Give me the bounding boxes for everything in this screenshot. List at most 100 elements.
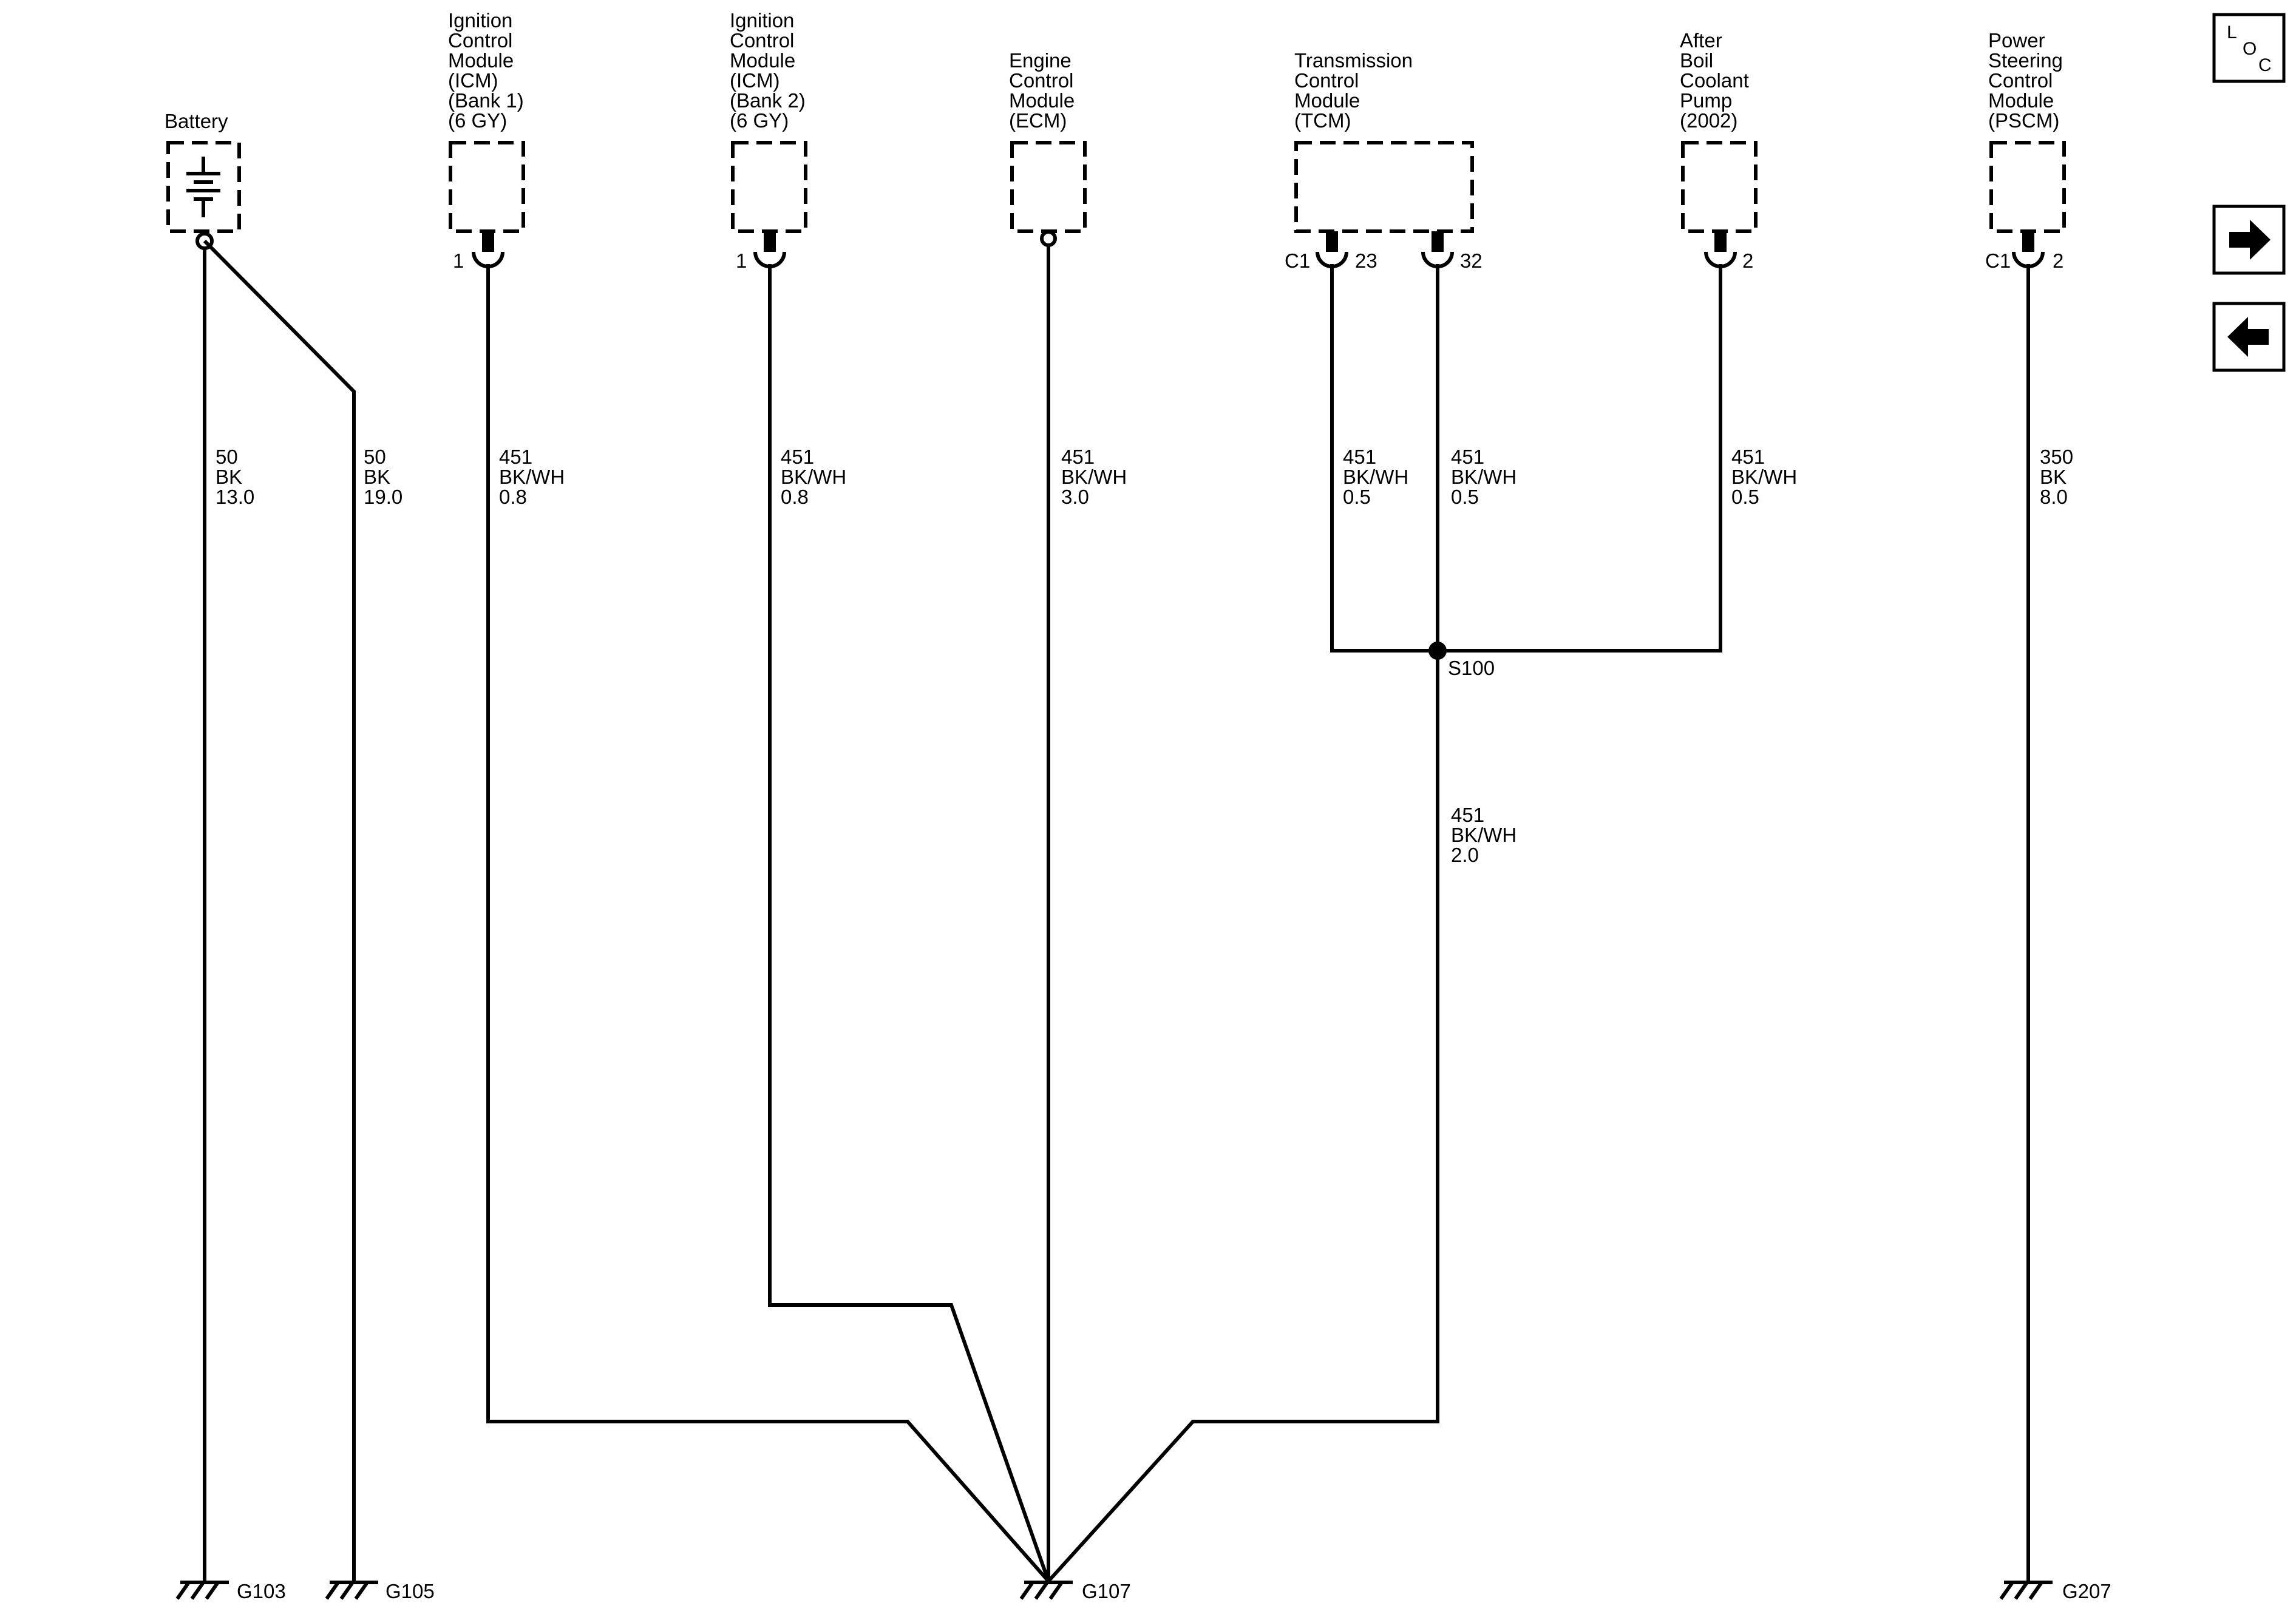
connector-label: C1 — [1285, 249, 1310, 272]
label-line: Control — [1009, 69, 1073, 92]
label-line: (6 GY) — [448, 109, 507, 132]
wire-label-line: 451 — [1731, 446, 1765, 468]
label-line: (PSCM) — [1988, 109, 2059, 132]
label-line: Module — [1294, 89, 1360, 112]
pin-label: 1 — [453, 249, 464, 272]
wire-label-line: 2.0 — [1451, 844, 1479, 866]
wire-label-line: BK — [2040, 466, 2067, 488]
wire-label-line: 13.0 — [216, 486, 254, 508]
wire-label-coolant-pump: 451 BK/WH 0.5 — [1731, 446, 1797, 508]
ground-label: G107 — [1082, 1580, 1131, 1602]
coolant-pump-box — [1681, 141, 1758, 233]
wire-label-icm-bank2: 451 BK/WH 0.8 — [781, 446, 846, 508]
battery-box — [166, 141, 241, 233]
left-arrow-icon — [2227, 317, 2269, 357]
right-arrow-icon — [2229, 220, 2271, 260]
pin-label: 2 — [1742, 249, 1753, 272]
wire-coolant-pump — [1438, 264, 1722, 653]
location-button[interactable]: L O C — [2212, 13, 2286, 83]
wire-label-line: BK/WH — [1451, 824, 1517, 846]
label-line: (Bank 1) — [448, 89, 524, 112]
label-line: (ICM) — [448, 69, 498, 92]
label-line: Pump — [1680, 89, 1732, 112]
label-line: Control — [448, 29, 512, 52]
wire-label-battery-g103: 50 BK 13.0 — [216, 446, 254, 508]
label-line: Module — [448, 49, 514, 72]
label-line: (2002) — [1680, 109, 1737, 132]
coolant-pump-label: After Boil Coolant Pump (2002) — [1680, 29, 1749, 132]
coolant-pump-terminal — [1704, 231, 1737, 268]
ground-label: G207 — [2062, 1580, 2111, 1602]
wire-splice-g107 — [1047, 651, 1439, 1583]
icm-bank1-label: Ignition Control Module (ICM) (Bank 1) (… — [448, 9, 524, 132]
label-line: Control — [1988, 69, 2053, 92]
ground-symbol-g103 — [175, 1581, 229, 1600]
ground-label: G103 — [237, 1580, 286, 1602]
label-line: (ECM) — [1009, 109, 1067, 132]
back-button[interactable] — [2212, 302, 2286, 372]
wire-label-line: 0.5 — [1731, 486, 1759, 508]
wire-label-line: 451 — [1451, 804, 1484, 826]
pin-label: 23 — [1355, 249, 1377, 272]
label-line: Boil — [1680, 49, 1713, 72]
icm-bank2-terminal — [753, 231, 786, 268]
wire-label-line: 451 — [1343, 446, 1376, 468]
wire-label-line: 19.0 — [364, 486, 402, 508]
wire-label-line: 451 — [1451, 446, 1484, 468]
wire-label-line: BK/WH — [499, 466, 565, 488]
label-line: Control — [1294, 69, 1359, 92]
ground-symbol-g207 — [1999, 1581, 2053, 1600]
label-line: After — [1680, 29, 1722, 52]
label-line: (Bank 2) — [730, 89, 806, 112]
pscm-box — [1989, 141, 2066, 233]
wire-label-line: 0.5 — [1343, 486, 1371, 508]
tcm-terminal-23 — [1316, 231, 1348, 268]
wire-label-tcm-23: 451 BK/WH 0.5 — [1343, 446, 1408, 508]
wire-label-line: 350 — [2040, 446, 2073, 468]
wire-label-line: BK/WH — [1451, 466, 1517, 488]
icm-bank1-terminal — [472, 231, 504, 268]
label-line: (6 GY) — [730, 109, 789, 132]
battery-label: Battery — [165, 110, 228, 132]
label-line: Module — [730, 49, 795, 72]
wire-label-line: 0.8 — [499, 486, 527, 508]
label-line: Transmission — [1294, 49, 1413, 72]
wire-label-pscm: 350 BK 8.0 — [2040, 446, 2073, 508]
label-line: Ignition — [448, 9, 512, 32]
wire-label-line: BK/WH — [1731, 466, 1797, 488]
label-line: Battery — [165, 110, 228, 132]
ecm-terminal — [1040, 230, 1057, 247]
wire-label-line: 451 — [781, 446, 814, 468]
wire-label-line: BK — [364, 466, 390, 488]
wire-icm-bank2 — [768, 264, 1050, 1582]
wire-label-line: 8.0 — [2040, 486, 2068, 508]
tcm-terminal-32 — [1421, 231, 1454, 268]
pscm-label: Power Steering Control Module (PSCM) — [1988, 29, 2063, 132]
forward-button[interactable] — [2212, 205, 2286, 275]
icm-bank2-box — [731, 141, 807, 233]
loc-letter: L — [2227, 22, 2237, 42]
ground-symbol-g107 — [1019, 1581, 1073, 1600]
wire-label-line: 0.8 — [781, 486, 809, 508]
wire-label-tcm-32: 451 BK/WH 0.5 — [1451, 446, 1517, 508]
wire-icm-bank1 — [486, 264, 1050, 1582]
ecm-box — [1010, 141, 1087, 233]
label-line: Module — [1009, 89, 1075, 112]
ground-symbol-g105 — [325, 1581, 378, 1600]
label-line: Steering — [1988, 49, 2063, 72]
wire-label-line: BK/WH — [1343, 466, 1408, 488]
label-line: (ICM) — [730, 69, 779, 92]
pin-label: 32 — [1460, 249, 1483, 272]
pin-label: 2 — [2053, 249, 2063, 272]
wire-label-line: 0.5 — [1451, 486, 1479, 508]
ecm-label: Engine Control Module (ECM) — [1009, 49, 1075, 132]
wire-label-line: 50 — [216, 446, 238, 468]
label-line: Power — [1988, 29, 2045, 52]
wire-label-line: 451 — [1061, 446, 1095, 468]
wire-label-battery-g105: 50 BK 19.0 — [364, 446, 402, 508]
label-line: Control — [730, 29, 794, 52]
label-line: Engine — [1009, 49, 1072, 72]
ground-label: G105 — [385, 1580, 435, 1602]
splice-label: S100 — [1448, 657, 1495, 679]
